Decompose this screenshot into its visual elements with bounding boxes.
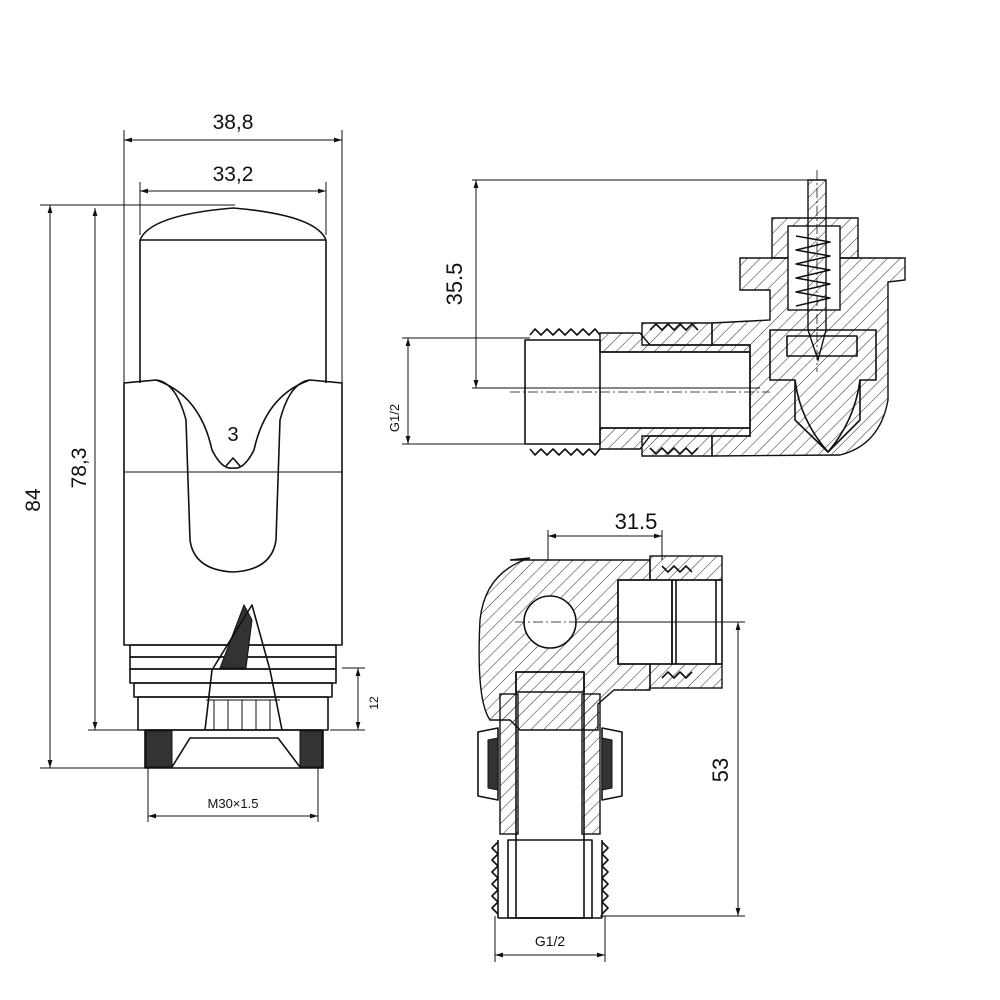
- valve-body: [123, 379, 343, 646]
- grip-notch: [155, 379, 311, 469]
- dim-head-width: 33,2: [213, 163, 254, 186]
- spindle-bore: [523, 595, 577, 649]
- cutaway-wedge: [219, 603, 253, 669]
- dim-nut-height: 12: [367, 696, 381, 710]
- front-view: 38,8 33,2 3: [22, 111, 381, 822]
- side-section-view: 35.5 G1/2: [387, 170, 906, 457]
- mounting-nut: [144, 729, 324, 769]
- dim-total-height: 84: [22, 488, 45, 512]
- scale-mark: 3: [227, 424, 238, 446]
- dim-bottom-height: 53: [708, 758, 733, 782]
- bottom-section-view: 31.5 53 G1/2: [477, 509, 745, 962]
- dim-thread: M30×1.5: [208, 796, 259, 811]
- dim-body-height: 78,3: [68, 448, 91, 489]
- head-cap-top: [139, 207, 327, 241]
- dim-side-height: 35.5: [442, 263, 467, 306]
- dim-overall-width: 38,8: [213, 111, 254, 134]
- dim-bottom-thread: G1/2: [535, 933, 566, 949]
- dim-bottom-width: 31.5: [615, 509, 658, 534]
- dim-side-thread: G1/2: [387, 404, 402, 432]
